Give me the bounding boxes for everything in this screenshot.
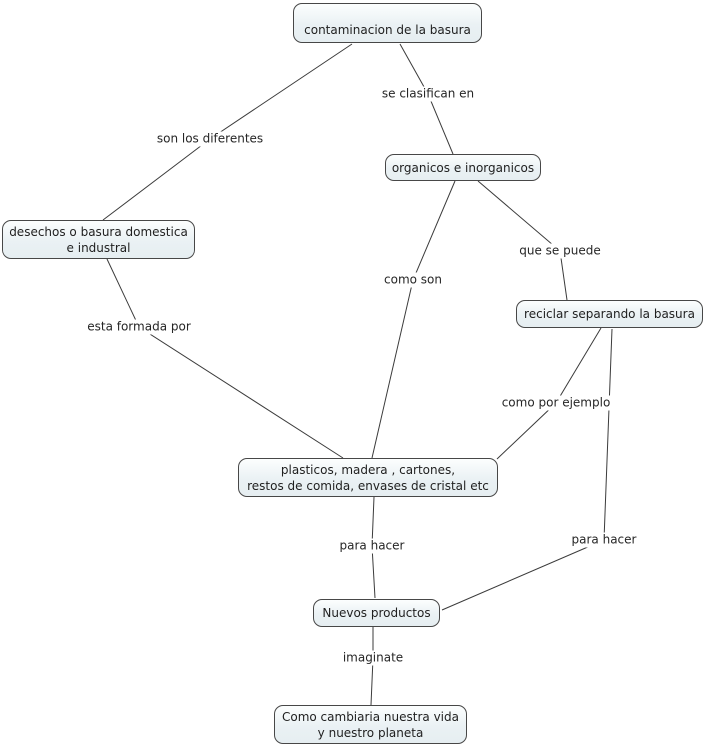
edge-label-que-se-puede[interactable]: que se puede <box>516 243 604 259</box>
edge-label-se-clasifican-en[interactable]: se clasifican en <box>378 86 478 102</box>
node-como-cambiaria[interactable]: Como cambiaria nuestra vida y nuestro pl… <box>274 705 467 744</box>
edge-line-reciclar-plasticos <box>496 327 602 460</box>
node-label: Nuevos productos <box>322 606 431 620</box>
node-label-line2: e industral <box>66 240 131 255</box>
edge-label-imaginate[interactable]: imaginate <box>339 650 407 666</box>
edge-line-organicos-reciclar <box>477 180 568 301</box>
edge-line-nuevos-como-cambiaria <box>370 627 374 706</box>
node-label-line1: desechos o basura domestica <box>9 224 188 239</box>
edge-line-organicos-plasticos <box>371 180 456 459</box>
edge-label-para-hacer-right[interactable]: para hacer <box>568 532 640 548</box>
node-label-line1: plasticos, madera , cartones, <box>280 462 456 477</box>
edge-label-como-por-ejemplo[interactable]: como por ejemplo <box>498 395 614 411</box>
edge-label-son-los-diferentes[interactable]: son los diferentes <box>153 131 267 147</box>
edge-line-desechos-plasticos <box>106 258 344 459</box>
node-label: organicos e inorganicos <box>391 160 535 175</box>
node-nuevos-productos[interactable]: Nuevos productos <box>313 599 440 627</box>
node-plasticos-madera-cartones[interactable]: plasticos, madera , cartones, restos de … <box>238 458 498 497</box>
node-label: reciclar separando la basura <box>524 307 695 321</box>
node-label-line2: restos de comida, envases de cristal etc <box>247 478 489 493</box>
node-desechos-o-basura[interactable]: desechos o basura domestica e industral <box>2 220 195 259</box>
node-label: contaminacion de la basura <box>304 23 471 37</box>
edge-label-esta-formada-por[interactable]: esta formada por <box>84 319 194 335</box>
node-contaminacion-de-la-basura[interactable]: contaminacion de la basura <box>293 3 482 43</box>
node-organicos-e-inorganicos[interactable]: organicos e inorganicos <box>385 154 541 181</box>
edge-label-para-hacer-left[interactable]: para hacer <box>336 538 408 554</box>
node-reciclar-separando[interactable]: reciclar separando la basura <box>516 300 703 328</box>
node-label-line1: Como cambiaria nuestra vida <box>281 709 459 724</box>
edge-label-como-son[interactable]: como son <box>381 272 445 288</box>
node-label-line2: y nuestro planeta <box>317 725 424 740</box>
